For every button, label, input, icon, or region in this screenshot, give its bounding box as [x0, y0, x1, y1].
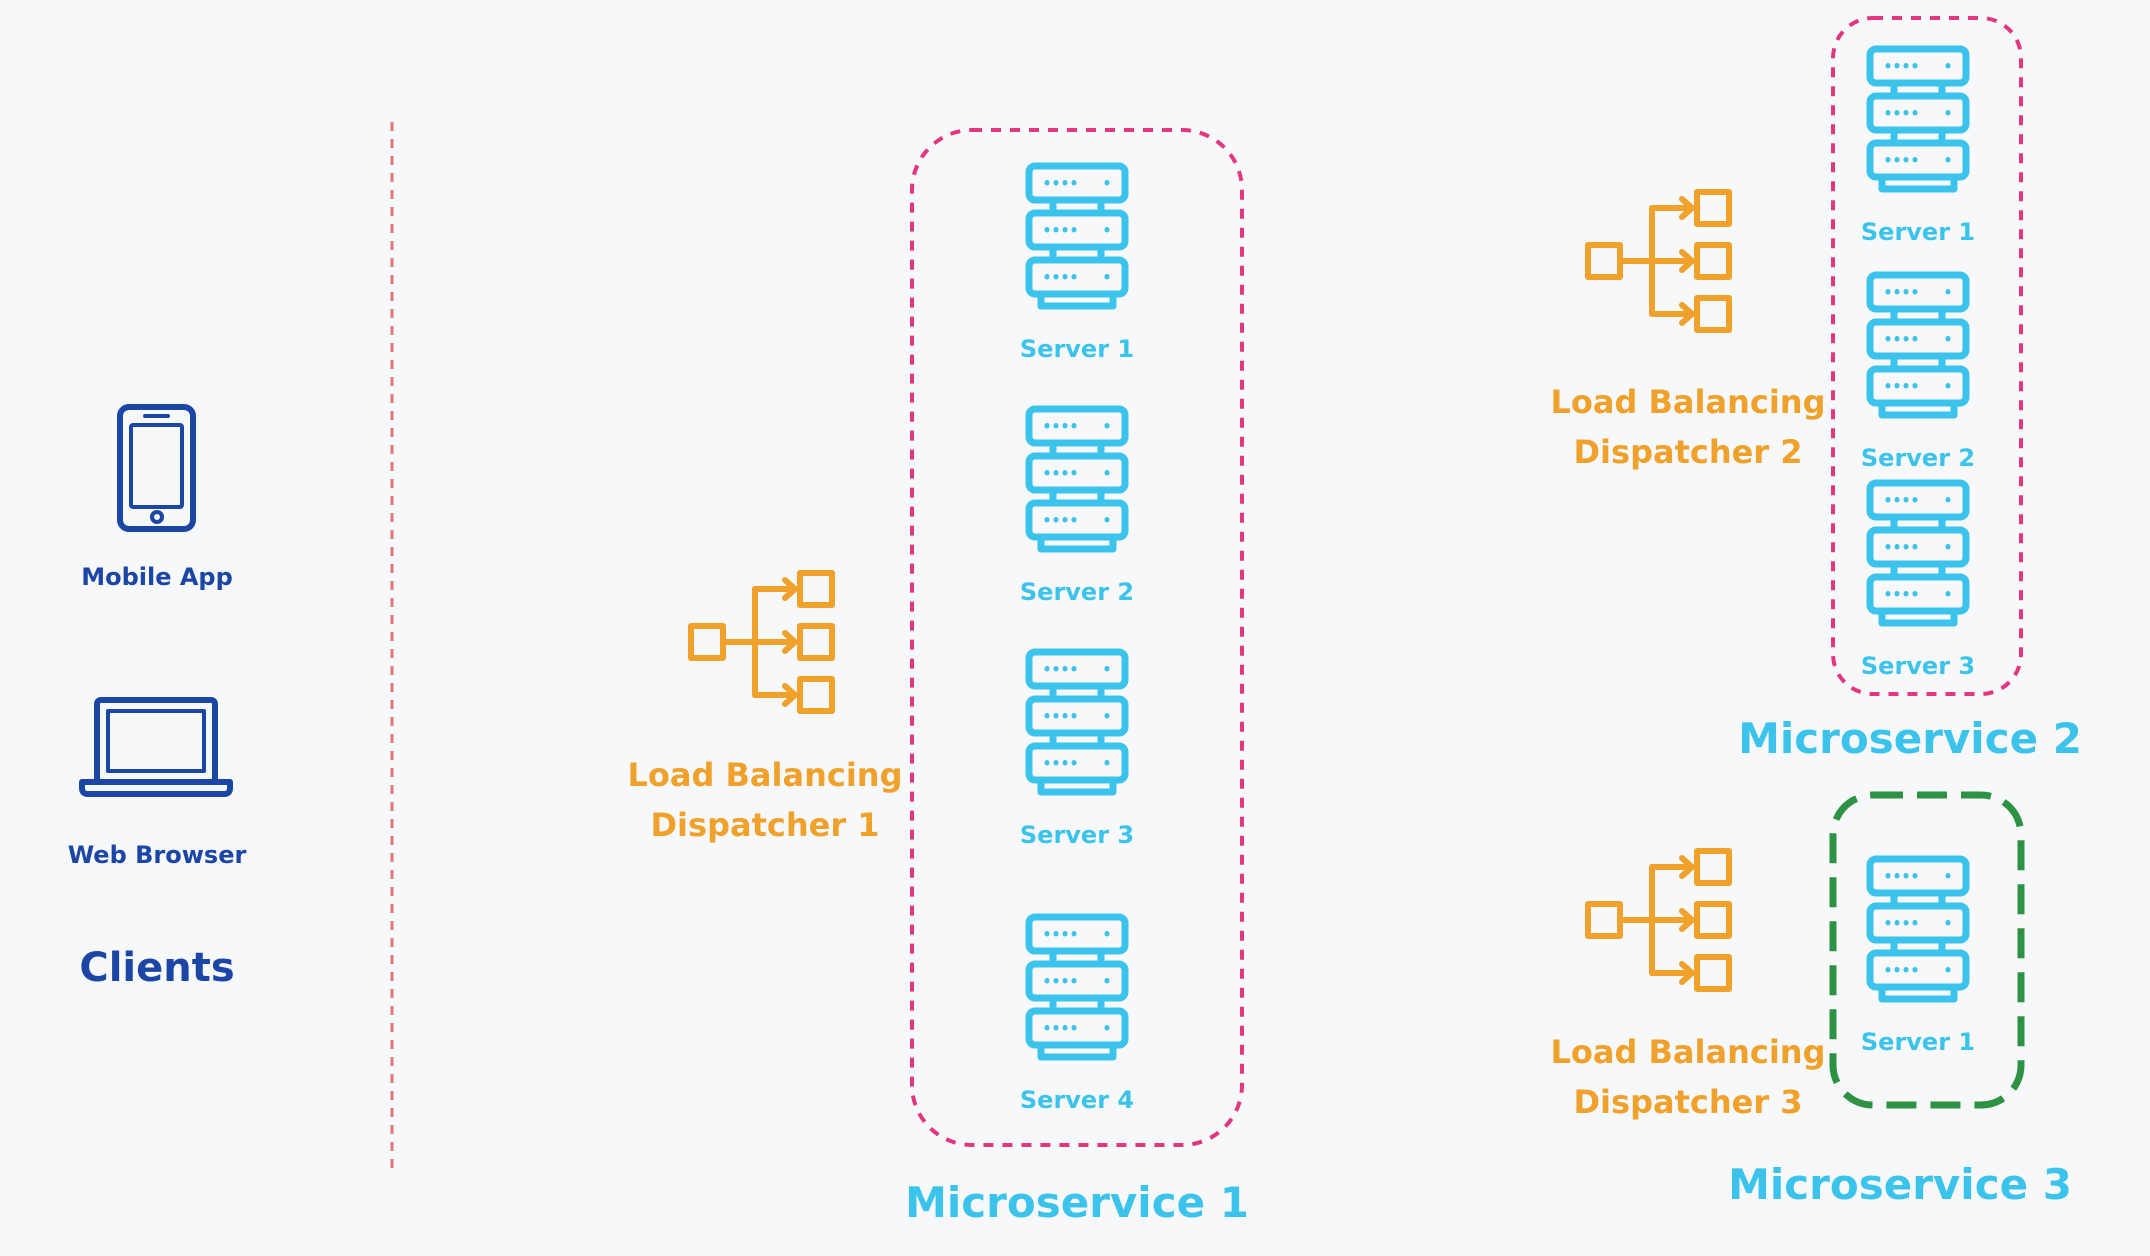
- server-label: Server 3: [1019, 821, 1135, 849]
- server-icon: [1870, 49, 1966, 189]
- clients-title: Clients: [79, 945, 235, 991]
- server-label: Server 1: [1860, 218, 1976, 246]
- microservice-1-boundary: [910, 128, 1244, 1147]
- web-browser-label: Web Browser: [67, 841, 247, 869]
- load-balancer-icon: [1588, 192, 1729, 330]
- server-label: Server 1: [1019, 335, 1135, 363]
- microservice-2-title: Microservice 2: [1738, 714, 2082, 763]
- server-icon: [1029, 917, 1125, 1057]
- server-icon: [1029, 652, 1125, 792]
- dispatcher-1-label: Load Balancing Dispatcher 1: [627, 756, 903, 844]
- mobile-phone-icon: [117, 404, 196, 532]
- microservice-3-title: Microservice 3: [1728, 1160, 2072, 1209]
- microservice-1-title: Microservice 1: [905, 1178, 1249, 1227]
- server-icon: [1870, 483, 1966, 623]
- dispatcher-2-label: Load Balancing Dispatcher 2: [1550, 383, 1826, 471]
- server-icon: [1029, 409, 1125, 549]
- server-icon: [1870, 275, 1966, 415]
- server-label: Server 4: [1019, 1086, 1135, 1114]
- load-balancer-icon: [1588, 851, 1729, 989]
- laptop-icon: [79, 697, 233, 797]
- load-balancer-icon: [691, 573, 832, 711]
- server-label: Server 2: [1019, 578, 1135, 606]
- server-label: Server 2: [1860, 444, 1976, 472]
- server-icon: [1870, 859, 1966, 999]
- server-label: Server 1: [1860, 1028, 1976, 1056]
- microservice-2-boundary: [1831, 16, 2023, 696]
- dispatcher-3-label: Load Balancing Dispatcher 3: [1550, 1033, 1826, 1121]
- server-label: Server 3: [1860, 652, 1976, 680]
- server-icon: [1029, 166, 1125, 306]
- mobile-app-label: Mobile App: [81, 563, 233, 591]
- microservice-3-boundary: [1829, 791, 2025, 1109]
